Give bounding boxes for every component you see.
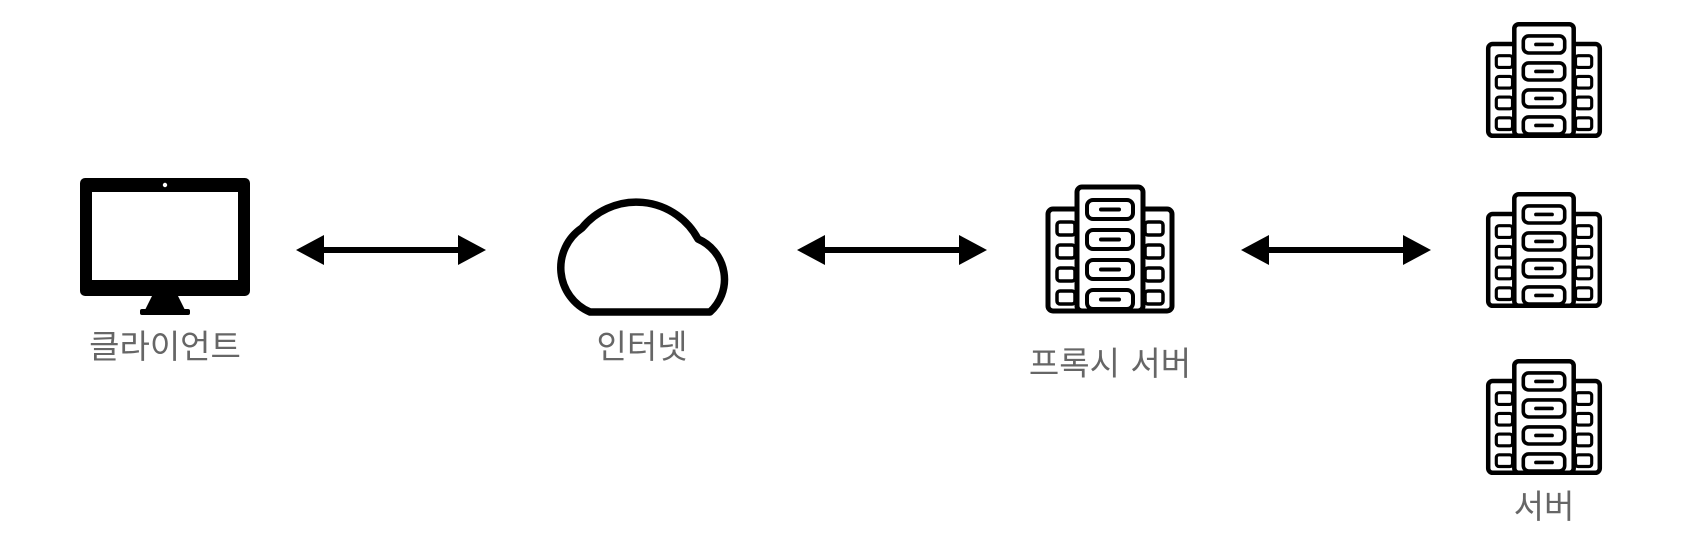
- internet-label: 인터넷: [596, 327, 688, 366]
- bidirectional-arrow: [1241, 235, 1431, 265]
- bidirectional-arrow: [797, 235, 987, 265]
- server-label: 서버: [1513, 487, 1575, 526]
- server-icon: [1488, 194, 1600, 306]
- bidirectional-arrow: [296, 235, 486, 265]
- server-icon: [1488, 24, 1600, 136]
- proxy-server-label: 프록시 서버: [1028, 344, 1192, 383]
- monitor-icon: [80, 178, 250, 315]
- client-label: 클라이언트: [89, 327, 241, 366]
- server-icon: [1488, 361, 1600, 473]
- proxy-server-icon: [1048, 187, 1172, 311]
- cloud-icon: [557, 198, 729, 316]
